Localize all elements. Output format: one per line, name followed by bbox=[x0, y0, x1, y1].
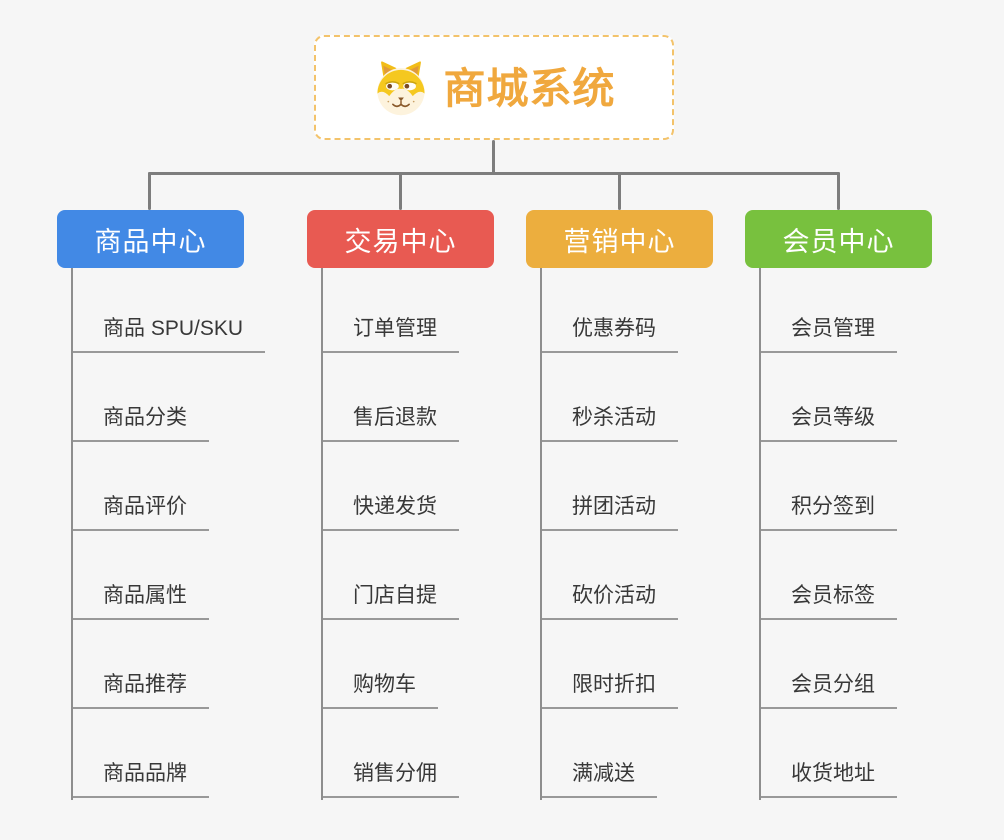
leaf-label: 会员等级 bbox=[761, 405, 897, 442]
leaf-node[interactable]: 订单管理 bbox=[323, 264, 459, 353]
branch-node-member-center[interactable]: 会员中心 bbox=[745, 210, 932, 268]
branch-column-member: 会员管理 会员等级 积分签到 会员标签 会员分组 收货地址 bbox=[761, 264, 991, 798]
leaf-label: 会员分组 bbox=[761, 672, 897, 709]
leaf-label: 商品属性 bbox=[73, 583, 209, 620]
connector-drop-3 bbox=[618, 172, 621, 210]
leaf-node[interactable]: 会员管理 bbox=[761, 264, 897, 353]
branch-node-marketing-center[interactable]: 营销中心 bbox=[526, 210, 713, 268]
root-title: 商城系统 bbox=[443, 64, 616, 112]
leaf-node[interactable]: 商品推荐 bbox=[73, 620, 209, 709]
connector-bus bbox=[148, 172, 840, 175]
dog-icon bbox=[372, 59, 430, 117]
leaf-label: 销售分佣 bbox=[323, 761, 459, 798]
leaf-label: 积分签到 bbox=[761, 494, 897, 531]
leaf-node[interactable]: 购物车 bbox=[323, 620, 438, 709]
leaf-node[interactable]: 商品分类 bbox=[73, 353, 209, 442]
leaf-node[interactable]: 拼团活动 bbox=[542, 442, 678, 531]
connector-drop-1 bbox=[148, 172, 151, 210]
leaf-label: 订单管理 bbox=[323, 316, 459, 353]
leaf-label: 商品推荐 bbox=[73, 672, 209, 709]
leaf-label: 快递发货 bbox=[323, 494, 459, 531]
branch-column-marketing: 优惠券码 秒杀活动 拼团活动 砍价活动 限时折扣 满减送 bbox=[542, 264, 772, 798]
leaf-node[interactable]: 优惠券码 bbox=[542, 264, 678, 353]
leaf-node[interactable]: 积分签到 bbox=[761, 442, 897, 531]
leaf-label: 拼团活动 bbox=[542, 494, 678, 531]
branch-spine bbox=[759, 268, 761, 800]
leaf-label: 商品分类 bbox=[73, 405, 209, 442]
leaf-label: 限时折扣 bbox=[542, 672, 678, 709]
branch-label: 会员中心 bbox=[782, 226, 895, 257]
leaf-node[interactable]: 销售分佣 bbox=[323, 709, 459, 798]
leaf-node[interactable]: 商品品牌 bbox=[73, 709, 209, 798]
branch-label: 交易中心 bbox=[344, 226, 457, 257]
connector-root-stem bbox=[492, 140, 495, 175]
leaf-label: 优惠券码 bbox=[542, 316, 678, 353]
connector-drop-4 bbox=[837, 172, 840, 210]
leaf-node[interactable]: 会员等级 bbox=[761, 353, 897, 442]
leaf-label: 砍价活动 bbox=[542, 583, 678, 620]
leaf-node[interactable]: 砍价活动 bbox=[542, 531, 678, 620]
leaf-label: 商品评价 bbox=[73, 494, 209, 531]
branch-spine bbox=[71, 268, 73, 800]
branch-label: 商品中心 bbox=[94, 226, 207, 257]
branch-label: 营销中心 bbox=[563, 226, 676, 257]
leaf-node[interactable]: 售后退款 bbox=[323, 353, 459, 442]
branch-column-trade: 订单管理 售后退款 快递发货 门店自提 购物车 销售分佣 bbox=[323, 264, 553, 798]
leaf-node[interactable]: 收货地址 bbox=[761, 709, 897, 798]
leaf-label: 会员管理 bbox=[761, 316, 897, 353]
leaf-node[interactable]: 商品评价 bbox=[73, 442, 209, 531]
leaf-node[interactable]: 商品属性 bbox=[73, 531, 209, 620]
leaf-node[interactable]: 商品 SPU/SKU bbox=[73, 264, 266, 353]
leaf-label: 商品品牌 bbox=[73, 761, 209, 798]
leaf-node[interactable]: 秒杀活动 bbox=[542, 353, 678, 442]
leaf-node[interactable]: 门店自提 bbox=[323, 531, 459, 620]
branch-spine bbox=[321, 268, 323, 800]
root-node[interactable]: 商城系统 bbox=[314, 35, 674, 140]
leaf-label: 门店自提 bbox=[323, 583, 459, 620]
leaf-label: 秒杀活动 bbox=[542, 405, 678, 442]
leaf-label: 商品 SPU/SKU bbox=[73, 316, 266, 353]
leaf-label: 购物车 bbox=[323, 672, 438, 709]
leaf-node[interactable]: 满减送 bbox=[542, 709, 657, 798]
leaf-label: 售后退款 bbox=[323, 405, 459, 442]
branch-spine bbox=[540, 268, 542, 800]
leaf-label: 会员标签 bbox=[761, 583, 897, 620]
branch-column-product: 商品 SPU/SKU 商品分类 商品评价 商品属性 商品推荐 商品品牌 bbox=[73, 264, 303, 798]
leaf-node[interactable]: 会员标签 bbox=[761, 531, 897, 620]
connector-drop-2 bbox=[399, 172, 402, 210]
leaf-label: 收货地址 bbox=[761, 761, 897, 798]
branch-node-product-center[interactable]: 商品中心 bbox=[57, 210, 244, 268]
branch-node-trade-center[interactable]: 交易中心 bbox=[307, 210, 494, 268]
leaf-node[interactable]: 会员分组 bbox=[761, 620, 897, 709]
leaf-node[interactable]: 快递发货 bbox=[323, 442, 459, 531]
leaf-label: 满减送 bbox=[542, 761, 657, 798]
leaf-node[interactable]: 限时折扣 bbox=[542, 620, 678, 709]
